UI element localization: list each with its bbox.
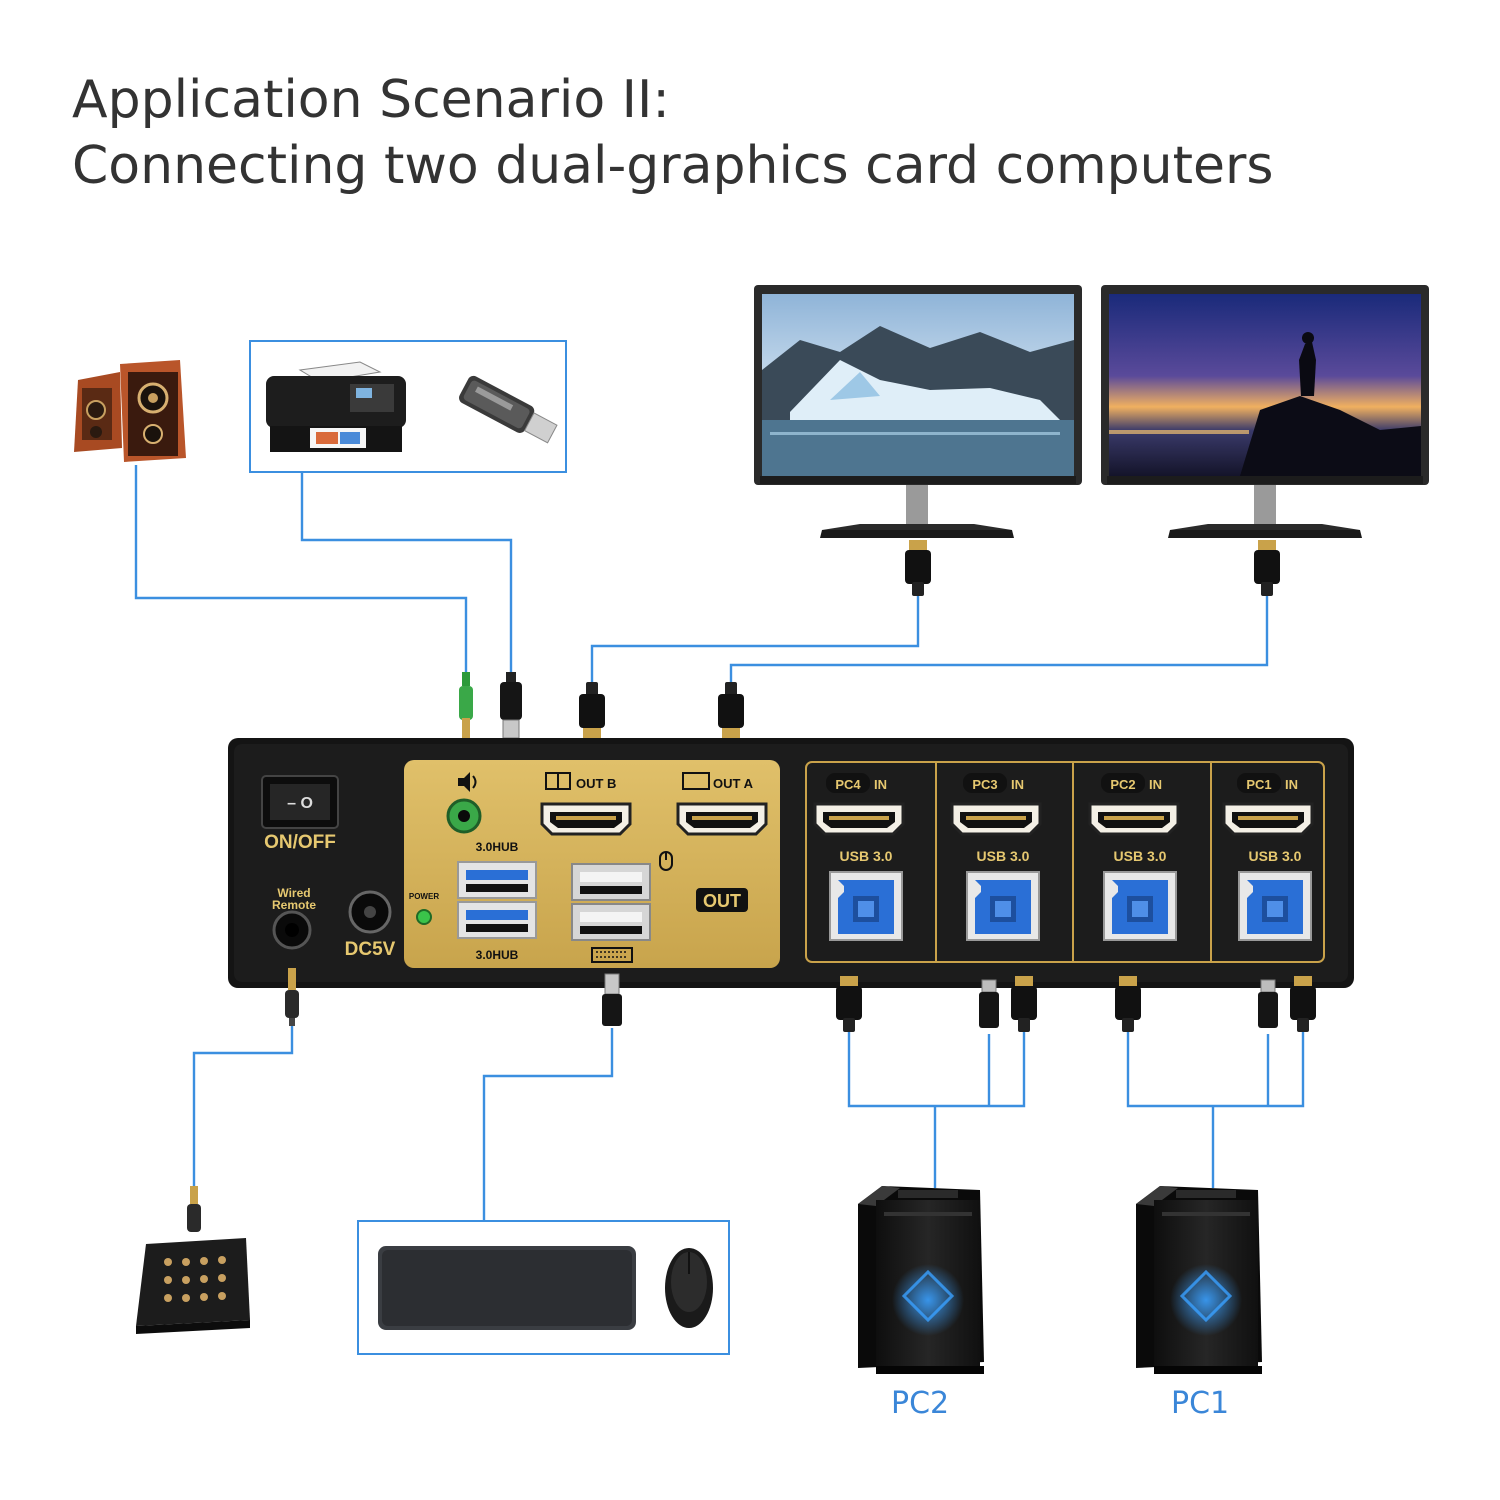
usb-in-pc1-port[interactable] [1238,871,1312,941]
keyboard-icon [378,1246,636,1330]
hdmi-in-pc1-port[interactable] [1222,802,1314,836]
pc1-label: PC1 [1246,777,1271,792]
out-a-label: OUT A [713,776,754,791]
pc3-usb-label: USB 3.0 [977,848,1030,864]
power-led [416,909,432,925]
power-switch-label: ON/OFF [264,832,336,853]
keyboard-usb-plug [602,973,622,1026]
pc1-in-label: IN [1285,777,1298,792]
audio-plug [459,672,473,738]
switch-glyph: – O [287,795,313,812]
pc2-label: PC2 [1110,777,1135,792]
pc2-usb-label: USB 3.0 [1114,848,1167,864]
power-switch[interactable] [261,775,339,829]
pc-badges [696,773,1281,912]
keyboard-small-icon [591,947,633,963]
dc-label: DC5V [345,939,396,960]
pc3-in-label: IN [1011,777,1024,792]
speaker-icon [74,360,186,462]
pc4-usb-label: USB 3.0 [840,848,893,864]
mouse-icon [665,1248,713,1328]
pc4-in-label: IN [874,777,887,792]
usb-in-pc3-port[interactable] [966,871,1040,941]
monitor-out-b-icon [545,772,571,790]
input-devices-box [357,1220,730,1355]
usb-in-pc4-port[interactable] [829,871,903,941]
hdmi-in-pc2-port[interactable] [1088,802,1180,836]
tower-pc-icon [1136,1186,1262,1374]
pc2-in-label: IN [1149,777,1162,792]
wired-remote-label-1: Wired [277,886,310,900]
out-b-label: OUT B [576,776,616,791]
pc2-caption: PC2 [891,1386,950,1421]
usb-devices-box [249,340,567,473]
monitor-out-a-icon [682,772,710,790]
printer-icon [266,361,406,452]
remote-plug [285,968,299,1026]
hdmi-out-a-port[interactable] [676,802,768,836]
usb-hub-port[interactable] [457,861,537,899]
mouse-small-icon [659,851,673,871]
pc4-label: PC4 [835,777,861,792]
hdmi-in-pc4-port[interactable] [813,802,905,836]
power-led-label: POWER [409,892,439,901]
pc3-label: PC3 [972,777,997,792]
title-line-2: Connecting two dual-graphics card comput… [72,136,1274,196]
hdmi-in-pc3-port[interactable] [950,802,1042,836]
mouse-port[interactable] [571,863,651,901]
cables [134,465,1305,1220]
pc1-usb-label: USB 3.0 [1249,848,1302,864]
kvm-switch [228,738,1354,988]
hub-bottom-label: 3.0HUB [476,948,519,962]
title-line-1: Application Scenario II: [72,70,670,130]
hub-top-label: 3.0HUB [476,840,519,854]
speaker-small-icon [458,772,477,792]
tower-pc-icon [858,1186,984,1374]
usb-drive-icon [459,375,558,444]
monitor-icon [1101,285,1429,538]
usb-in-pc2-port[interactable] [1103,871,1177,941]
remote-icon [136,1186,250,1334]
out-label: OUT [703,891,741,911]
keyboard-port[interactable] [571,903,651,941]
hdmi-out-b-port[interactable] [540,802,632,836]
pc1-caption: PC1 [1171,1386,1230,1421]
monitor-icon [754,285,1082,538]
wired-remote-label-2: Remote [272,898,316,912]
usb-plug [500,672,522,739]
usb-hub-port[interactable] [457,901,537,939]
